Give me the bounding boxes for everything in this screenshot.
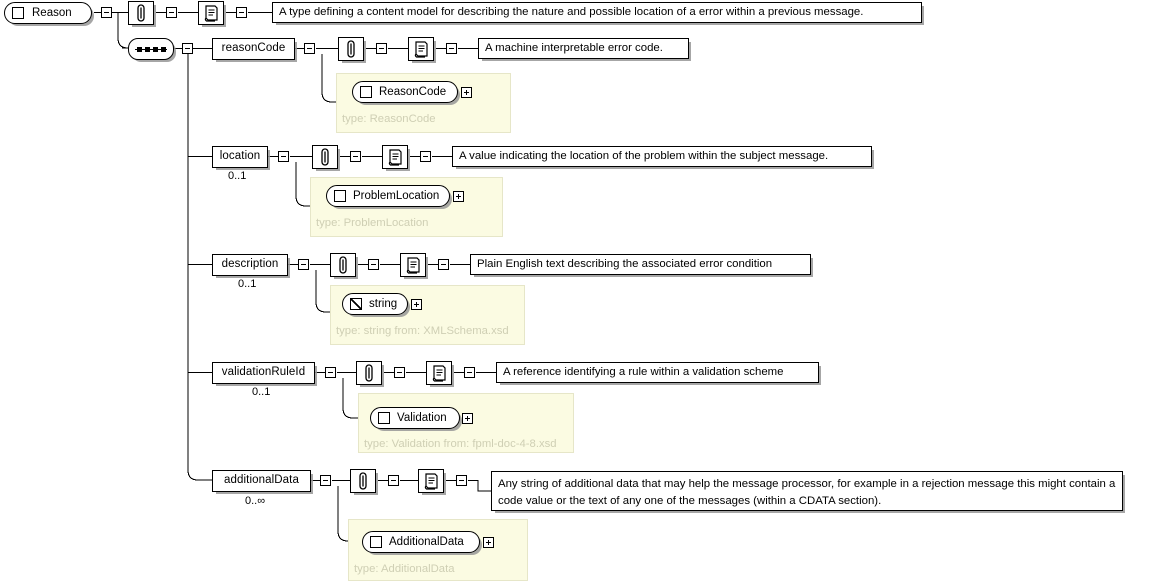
reasonCode-documentation-toggle[interactable] (446, 43, 457, 54)
paperclip-glyph (365, 364, 373, 382)
documentation-scroll-icon[interactable] (418, 469, 444, 493)
AdditionalData-expand-plus[interactable] (483, 537, 494, 548)
validationRuleId-expand-toggle[interactable] (325, 367, 336, 378)
root-annotation-toggle[interactable] (166, 7, 177, 18)
validationRuleId-type-caption: type: Validation from: fpml-doc-4-8.xsd (364, 438, 557, 450)
location-cardinality: 0..1 (228, 170, 247, 182)
additionalData-documentation-toggle[interactable] (456, 475, 467, 486)
reasonCode-annotation-toggle[interactable] (376, 43, 387, 54)
type-capsule-ReasonCode[interactable]: ReasonCode (352, 81, 458, 103)
paperclip-icon[interactable] (128, 1, 154, 25)
element-reasonCode[interactable]: reasonCode (212, 38, 295, 60)
additionalData-documentation-box: Any string of additional data that may h… (491, 471, 1123, 511)
root-element-reason[interactable]: Reason (4, 2, 92, 24)
type-capsule-ProblemLocation[interactable]: ProblemLocation (326, 185, 450, 207)
reasonCode-expand-toggle[interactable] (304, 43, 315, 54)
element-location[interactable]: location (212, 146, 268, 168)
complex-type-icon (334, 190, 346, 202)
description-documentation-box: Plain English text describing the associ… (470, 254, 811, 275)
validationRuleId-documentation-toggle[interactable] (464, 367, 475, 378)
documentation-scroll-icon[interactable] (382, 145, 408, 169)
documentation-scroll-icon[interactable] (198, 1, 224, 25)
paperclip-glyph (137, 4, 145, 22)
sequence-bar (135, 49, 167, 50)
complex-type-icon (360, 86, 372, 98)
paperclip-glyph (339, 256, 347, 274)
description-type-caption: type: string from: XMLSchema.xsd (336, 325, 509, 337)
paperclip-glyph (359, 472, 367, 490)
paperclip-icon[interactable] (350, 469, 376, 493)
description-cardinality: 0..1 (238, 278, 257, 290)
additionalData-annotation-toggle[interactable] (388, 475, 399, 486)
documentation-glyph (424, 472, 438, 490)
location-documentation-box: A value indicating the location of the p… (452, 146, 872, 167)
documentation-glyph (432, 364, 446, 382)
additionalData-type-caption: type: AdditionalData (354, 563, 455, 575)
documentation-glyph (406, 256, 420, 274)
documentation-glyph (204, 4, 218, 22)
string-expand-plus[interactable] (411, 299, 422, 310)
paperclip-glyph (321, 148, 329, 166)
root-documentation-box: A type defining a content model for desc… (272, 2, 922, 23)
documentation-scroll-icon[interactable] (400, 253, 426, 277)
type-capsule-Validation[interactable]: Validation (370, 407, 460, 429)
element-validationRuleId[interactable]: validationRuleId (212, 362, 315, 384)
root-documentation-toggle[interactable] (236, 7, 247, 18)
ProblemLocation-expand-plus[interactable] (453, 191, 464, 202)
description-documentation-toggle[interactable] (438, 259, 449, 270)
type-capsule-AdditionalData[interactable]: AdditionalData (362, 531, 480, 553)
description-annotation-toggle[interactable] (368, 259, 379, 270)
location-annotation-toggle[interactable] (350, 151, 361, 162)
simple-type-icon (350, 298, 362, 310)
complex-type-icon (378, 412, 390, 424)
validationRuleId-cardinality: 0..1 (252, 386, 271, 398)
documentation-glyph (388, 148, 402, 166)
sequence-expand-toggle[interactable] (182, 43, 193, 54)
location-type-caption: type: ProblemLocation (316, 217, 429, 229)
element-description[interactable]: description (212, 254, 288, 276)
documentation-scroll-icon[interactable] (426, 361, 452, 385)
location-documentation-toggle[interactable] (420, 151, 431, 162)
root-expand-toggle[interactable] (101, 7, 112, 18)
root-element-label: Reason (32, 7, 72, 19)
complex-type-icon (370, 536, 382, 548)
documentation-glyph (414, 40, 428, 58)
Validation-expand-plus[interactable] (462, 413, 473, 424)
sequence-icon[interactable] (128, 38, 174, 60)
paperclip-icon[interactable] (338, 37, 364, 61)
additionalData-cardinality: 0..∞ (245, 495, 266, 507)
validationRuleId-annotation-toggle[interactable] (394, 367, 405, 378)
paperclip-glyph (347, 40, 355, 58)
validationRuleId-documentation-box: A reference identifying a rule within a … (496, 362, 819, 383)
element-additionalData[interactable]: additionalData (212, 470, 311, 492)
complex-type-icon (12, 7, 24, 19)
location-expand-toggle[interactable] (278, 151, 289, 162)
type-capsule-string[interactable]: string (342, 293, 408, 315)
reasonCode-type-caption: type: ReasonCode (342, 113, 436, 125)
additionalData-expand-toggle[interactable] (320, 475, 331, 486)
ReasonCode-expand-plus[interactable] (461, 87, 472, 98)
paperclip-icon[interactable] (356, 361, 382, 385)
reasonCode-documentation-box: A machine interpretable error code. (478, 38, 689, 59)
documentation-scroll-icon[interactable] (408, 37, 434, 61)
paperclip-icon[interactable] (330, 253, 356, 277)
description-expand-toggle[interactable] (298, 259, 309, 270)
paperclip-icon[interactable] (312, 145, 338, 169)
